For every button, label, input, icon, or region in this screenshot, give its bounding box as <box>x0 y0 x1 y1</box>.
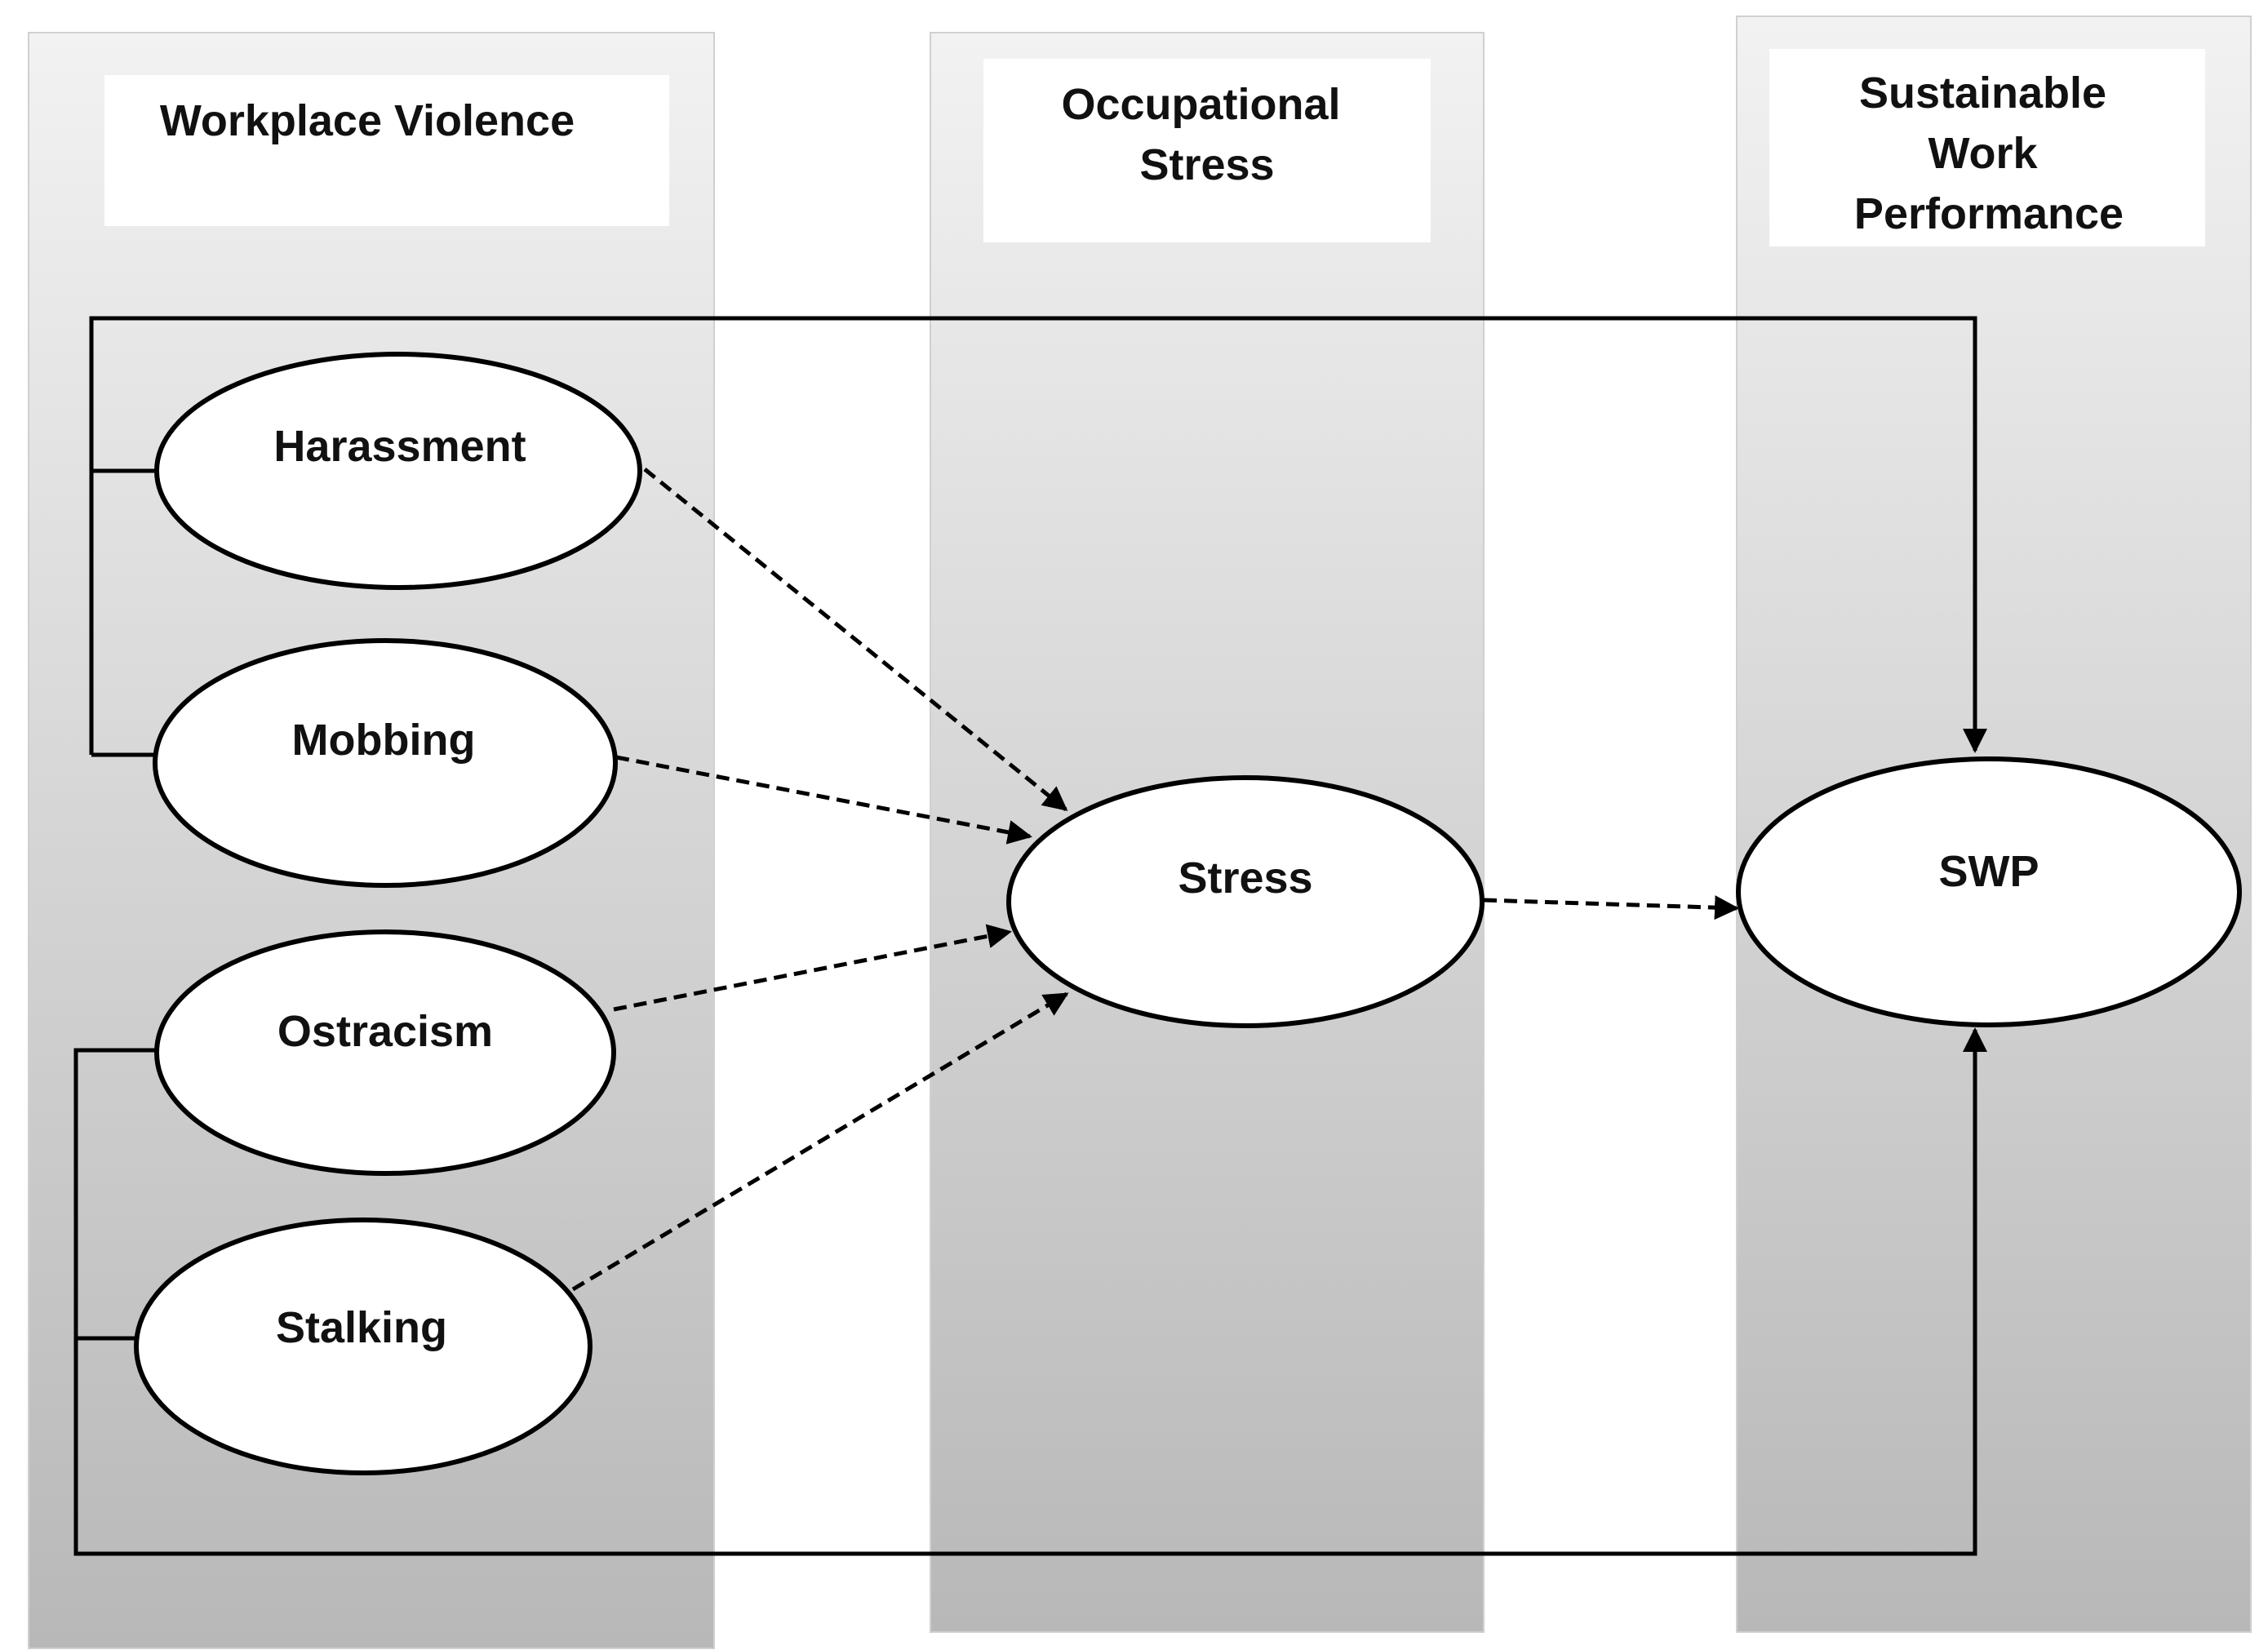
column-title-sustainable-work-performance: Sustainable Work Performance <box>1854 69 2124 238</box>
node-label-stalking: Stalking <box>276 1303 447 1352</box>
column-title-line: Stress <box>1139 140 1274 189</box>
node-label-harassment: Harassment <box>273 422 526 471</box>
node-stalking: Stalking <box>134 1218 593 1475</box>
column-title-line: Workplace Violence <box>160 96 575 145</box>
arrow-stress-swp <box>1483 895 1739 920</box>
arrow-harassment-stress <box>643 468 1068 811</box>
node-label-ostracism: Ostracism <box>277 1007 493 1056</box>
node-label-swp: SWP <box>1938 847 2039 896</box>
column-title-workplace-violence: Workplace Violence <box>160 96 575 145</box>
arrow-ostracism-stress <box>613 924 1012 1012</box>
node-mobbing: Mobbing <box>153 638 618 888</box>
column-title-line: Performance <box>1854 189 2124 238</box>
direct-path-bottom <box>73 1027 1987 1556</box>
direct-path-top <box>89 316 1987 753</box>
column-title-line: Sustainable <box>1859 69 2106 118</box>
node-label-stress: Stress <box>1178 854 1312 903</box>
node-harassment: Harassment <box>154 352 642 590</box>
node-stress: Stress <box>1006 775 1485 1028</box>
title-box-workplace-violence <box>104 75 669 226</box>
column-title-occupational-stress: Occupational Stress <box>1061 80 1352 189</box>
column-title-line: Occupational <box>1061 80 1340 129</box>
title-box-occupational-stress <box>983 59 1431 242</box>
arrow-mobbing-stress <box>615 755 1032 845</box>
node-ostracism: Ostracism <box>154 929 616 1176</box>
node-label-mobbing: Mobbing <box>292 716 476 765</box>
title-box-sustainable-work-performance <box>1769 49 2205 246</box>
arrow-stalking-stress <box>571 991 1069 1292</box>
column-title-line: Work <box>1928 129 2038 178</box>
node-swp: SWP <box>1736 756 2242 1027</box>
